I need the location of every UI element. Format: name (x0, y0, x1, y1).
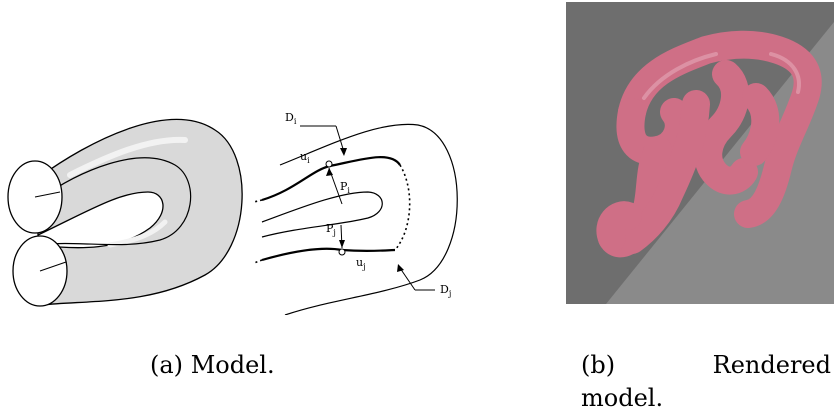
svg-text:Dj: Dj (440, 283, 451, 298)
caption-b-word1: Rendered (712, 351, 831, 379)
model-diagram: Di ui Pi Pj uj Dj (7, 111, 458, 315)
rendered-model (566, 2, 834, 304)
label-u-j: u (356, 256, 363, 269)
label-P-i: P (340, 180, 348, 193)
label-D-i: D (285, 111, 294, 124)
diagram-labels: Di ui Pi Pj uj Dj (285, 111, 451, 298)
caption-b-word2: model. (581, 384, 664, 412)
label-u-i: u (300, 150, 307, 163)
schematic (253, 123, 458, 315)
svg-text:Pj: Pj (326, 222, 336, 237)
tube-highlight-2 (107, 219, 168, 248)
caption-b: (b) Rendered model. (581, 349, 831, 415)
tube-highlight (67, 136, 188, 178)
svg-text:Pi: Pi (340, 180, 350, 195)
caption-a: (a) Model. (150, 349, 275, 382)
caption-b-tag: (b) (581, 351, 616, 379)
pink-tube-render (596, 30, 822, 258)
caption-a-tag: (a) (150, 351, 184, 379)
label-D-j: D (440, 283, 449, 296)
tube-inner-fold (37, 157, 192, 246)
label-P-j: P (326, 222, 334, 235)
svg-text:ui: ui (300, 150, 310, 165)
tube-sketch (7, 118, 243, 307)
caption-a-text: Model. (190, 351, 275, 379)
svg-text:uj: uj (356, 256, 366, 271)
svg-text:Di: Di (285, 111, 297, 126)
